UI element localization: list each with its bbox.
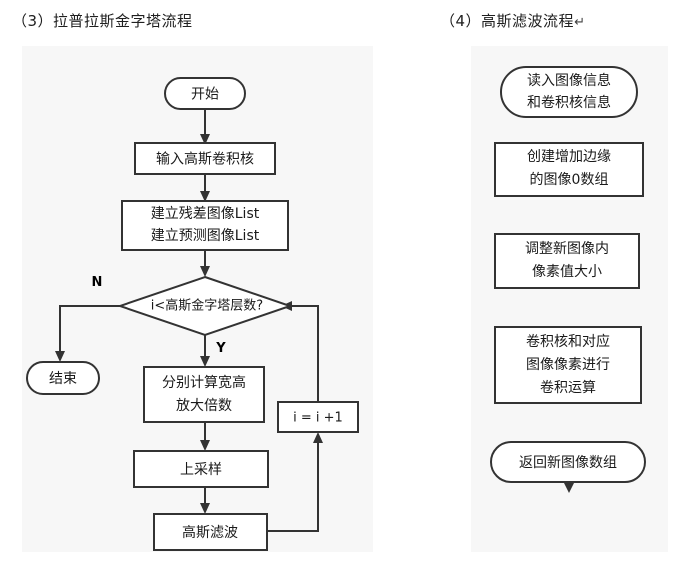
node-create-label-line1: 创建增加边缘: [527, 149, 611, 165]
node-gaussian-blur[interactable]: 高斯滤波: [153, 513, 268, 551]
caption-left-flowchart: （3）拉普拉斯金字塔流程: [12, 14, 193, 29]
caption-right-flowchart: （4）高斯滤波流程↵: [440, 12, 586, 30]
node-lists-shape: [121, 200, 289, 251]
left-flowchart-diagram: N Y 开始 输入高斯卷积核 建立残差图像List 建立预测图像List i<高…: [26, 77, 359, 551]
arrowhead-incr: [313, 432, 323, 443]
node-return-new-array[interactable]: 返回新图像数组: [490, 441, 646, 483]
arrowhead-decision: [200, 266, 210, 277]
caption-right-number: （4）: [440, 12, 482, 30]
node-adjust-pixel-values[interactable]: 调整新图像内 像素值大小: [494, 233, 640, 289]
branch-label-no: N: [92, 275, 103, 290]
node-upsample[interactable]: 上采样: [133, 450, 269, 488]
node-start-label: 开始: [191, 87, 219, 103]
node-lists-label-line1: 建立残差图像List: [151, 206, 260, 222]
node-read-label-line1: 读入图像信息: [527, 72, 611, 89]
node-read-shape: [500, 66, 638, 118]
right-flowchart-diagram: 读入图像信息 和卷积核信息 创建增加边缘 的图像0数组 调整新图像内 像素值大小…: [490, 66, 646, 493]
node-convolution-operation[interactable]: 卷积核和对应 图像像素进行 卷积运算: [494, 326, 642, 404]
node-end-label: 结束: [49, 371, 77, 387]
node-scale-label-line2: 放大倍数: [176, 398, 232, 414]
arrowhead-upsample: [200, 440, 210, 451]
node-conv-label-line2: 图像像素进行: [526, 357, 610, 373]
branch-label-yes: Y: [215, 341, 226, 356]
node-blur-label: 高斯滤波: [182, 524, 238, 541]
node-compute-scale-factors[interactable]: 分别计算宽高 放大倍数: [143, 366, 265, 423]
node-increment-counter[interactable]: i = i +1: [277, 401, 359, 433]
node-incr-shape: [277, 401, 359, 433]
right-flowchart-panel: 读入图像信息 和卷积核信息 创建增加边缘 的图像0数组 调整新图像内 像素值大小…: [471, 46, 668, 552]
node-decision-label: i<高斯金字塔层数?: [151, 298, 263, 314]
node-create-shape: [494, 142, 644, 197]
node-conv-label-line1: 卷积核和对应: [526, 333, 610, 350]
arrowhead-scale: [200, 356, 210, 367]
node-return-shape: [490, 441, 646, 483]
node-input-gaussian-kernel[interactable]: 输入高斯卷积核: [134, 142, 276, 175]
node-create-lists[interactable]: 建立残差图像List 建立预测图像List: [121, 200, 289, 251]
node-start-shape: [164, 77, 246, 110]
node-scale-label-line1: 分别计算宽高: [162, 374, 246, 391]
edge-blur-to-incr: [267, 441, 319, 532]
arrowhead-lists: [200, 191, 210, 202]
caption-right-text: 高斯滤波流程: [481, 12, 575, 30]
edge-incr-to-decision: [290, 305, 319, 402]
return-mark-icon: ↵: [574, 15, 586, 30]
node-adjust-label-line1: 调整新图像内: [525, 241, 609, 257]
node-lists-label-line2: 建立预测图像List: [151, 228, 260, 244]
node-scale-shape: [143, 366, 265, 423]
node-adjust-label-line2: 像素值大小: [532, 264, 602, 280]
node-decision-shape: [116, 275, 294, 337]
caption-left-text: 拉普拉斯金字塔流程: [53, 12, 193, 30]
left-flowchart-panel: N Y 开始 输入高斯卷积核 建立残差图像List 建立预测图像List i<高…: [22, 46, 373, 552]
node-read-image-and-kernel[interactable]: 读入图像信息 和卷积核信息: [500, 66, 638, 118]
arrowhead-input: [200, 134, 210, 145]
node-upsample-label: 上采样: [180, 462, 222, 478]
node-read-label-line2: 和卷积核信息: [527, 94, 611, 111]
arrowhead-end: [55, 351, 65, 362]
node-start[interactable]: 开始: [164, 77, 246, 110]
node-return-label: 返回新图像数组: [519, 455, 617, 471]
node-create-label-line2: 的图像0数组: [530, 172, 609, 188]
node-incr-label: i = i +1: [293, 411, 343, 426]
node-create-padded-array[interactable]: 创建增加边缘 的图像0数组: [494, 142, 644, 197]
node-end[interactable]: 结束: [26, 361, 100, 395]
left-flowchart-edges: [55, 108, 323, 532]
node-conv-shape: [494, 326, 642, 404]
caption-left-number: （3）: [12, 12, 54, 30]
arrowhead-return: [563, 481, 575, 493]
node-end-shape: [26, 361, 100, 395]
node-input-label: 输入高斯卷积核: [156, 151, 254, 168]
node-blur-shape: [153, 513, 268, 551]
node-upsample-shape: [133, 450, 269, 488]
node-adjust-shape: [494, 233, 640, 289]
arrowhead-blur: [200, 503, 210, 514]
node-input-shape: [134, 142, 276, 175]
edge-decision-no-to-end: [59, 305, 128, 353]
node-conv-label-line3: 卷积运算: [540, 380, 596, 396]
node-decision-pyramid-level[interactable]: i<高斯金字塔层数?: [116, 275, 294, 337]
